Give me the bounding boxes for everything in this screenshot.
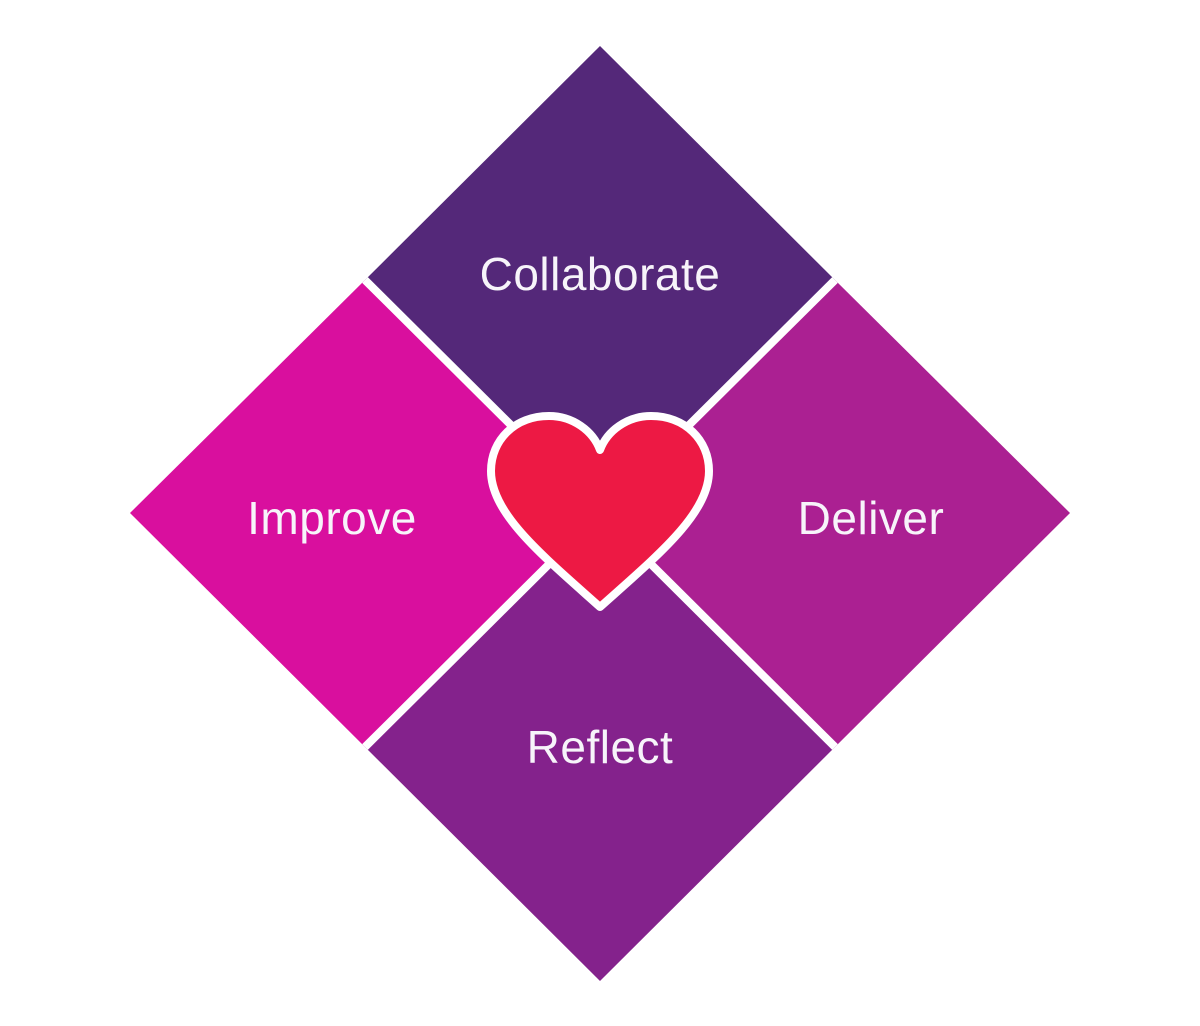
heart-icon bbox=[491, 416, 709, 607]
segment-label-deliver: Deliver bbox=[798, 492, 945, 544]
segment-label-improve: Improve bbox=[247, 492, 417, 544]
heart-icon-outline bbox=[487, 412, 713, 611]
segment-label-collaborate: Collaborate bbox=[480, 248, 721, 300]
segment-label-reflect: Reflect bbox=[527, 721, 674, 773]
